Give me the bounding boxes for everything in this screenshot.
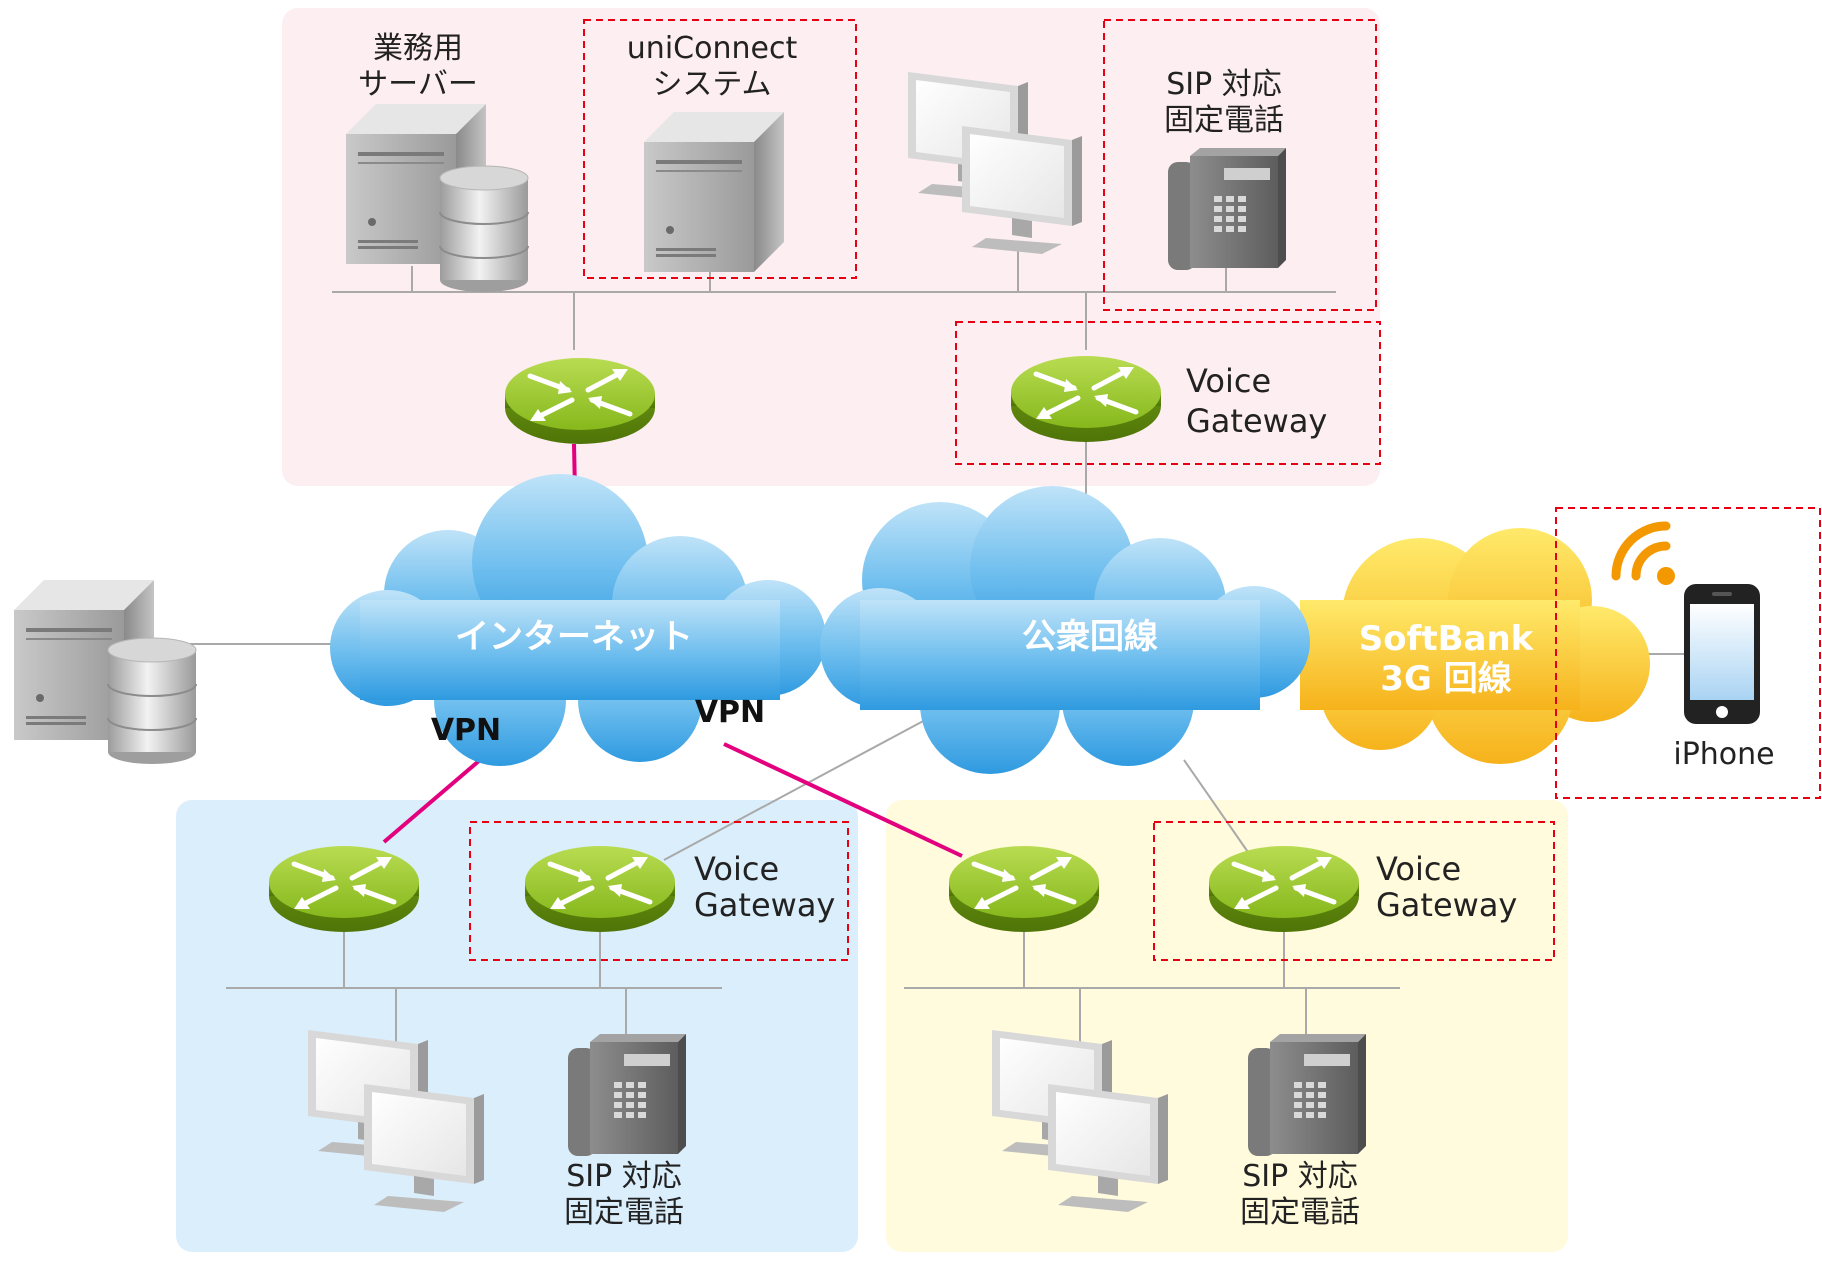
desk-phone-icon: [1248, 1034, 1366, 1156]
hq-voice-gateway-highlight-box: [955, 321, 1381, 465]
router-icon: [505, 358, 655, 444]
softbank-label-line1: SoftBank: [1359, 619, 1535, 659]
branch-a-sip-phone-label-1: SIP 対応: [566, 1159, 682, 1194]
branch-b-voice-gateway-highlight-box: [1153, 821, 1555, 961]
hq-sip-phone-label-2: 固定電話: [1164, 103, 1284, 138]
public-line-label: 公衆回線: [1022, 617, 1158, 657]
branch-a-sip-phone-label-2: 固定電話: [564, 1195, 684, 1230]
business-server-label-2: サーバー: [358, 67, 478, 102]
branch-a-voice-gateway-label-2: Gateway: [694, 886, 835, 924]
uniconnect-server-icon: [644, 112, 784, 272]
database-icon: [107, 637, 197, 765]
internet-cloud: [330, 474, 826, 766]
voice-gateway-router-icon: [1011, 356, 1161, 442]
hq-voice-gateway-label-2: Gateway: [1186, 402, 1327, 440]
uniconnect-highlight-box: [583, 19, 857, 279]
branch-b-sip-phone-label-2: 固定電話: [1240, 1195, 1360, 1230]
uniconnect-label-1: uniConnect: [627, 31, 798, 66]
voice-gateway-router-icon: [1209, 846, 1359, 932]
iphone-label: iPhone: [1673, 737, 1774, 772]
desk-phone-icon: [568, 1034, 686, 1156]
iphone-icon: [1684, 584, 1760, 724]
database-icon: [439, 165, 529, 293]
router-icon: [949, 846, 1099, 932]
hq-sip-phone-label-1: SIP 対応: [1166, 67, 1282, 102]
wifi-icon: [1611, 521, 1675, 585]
uniconnect-label-2: システム: [652, 67, 771, 102]
internet-label: インターネット: [455, 617, 693, 657]
business-server-label-1: 業務用: [373, 31, 463, 66]
public-line-cloud: [820, 486, 1310, 774]
branch-b-voice-gateway-label-2: Gateway: [1376, 886, 1517, 924]
softbank-cloud: [1300, 528, 1650, 764]
vpn-label-left: VPN: [431, 713, 501, 748]
desk-phone-icon: [1168, 148, 1286, 270]
branch-a-voice-gateway-highlight-box: [469, 821, 849, 961]
softbank-label-line2: 3G 回線: [1380, 659, 1511, 699]
hq-voice-gateway-label-1: Voice: [1186, 362, 1271, 400]
branch-b-voice-gateway-label-1: Voice: [1376, 850, 1461, 888]
vpn-label-right: VPN: [695, 695, 765, 730]
hq-sip-phone-highlight-box: [1103, 19, 1377, 311]
branch-b-sip-phone-label-1: SIP 対応: [1242, 1159, 1358, 1194]
iphone-highlight-box: [1555, 507, 1821, 799]
router-icon: [269, 846, 419, 932]
voice-gateway-router-icon: [525, 846, 675, 932]
branch-a-voice-gateway-label-1: Voice: [694, 850, 779, 888]
